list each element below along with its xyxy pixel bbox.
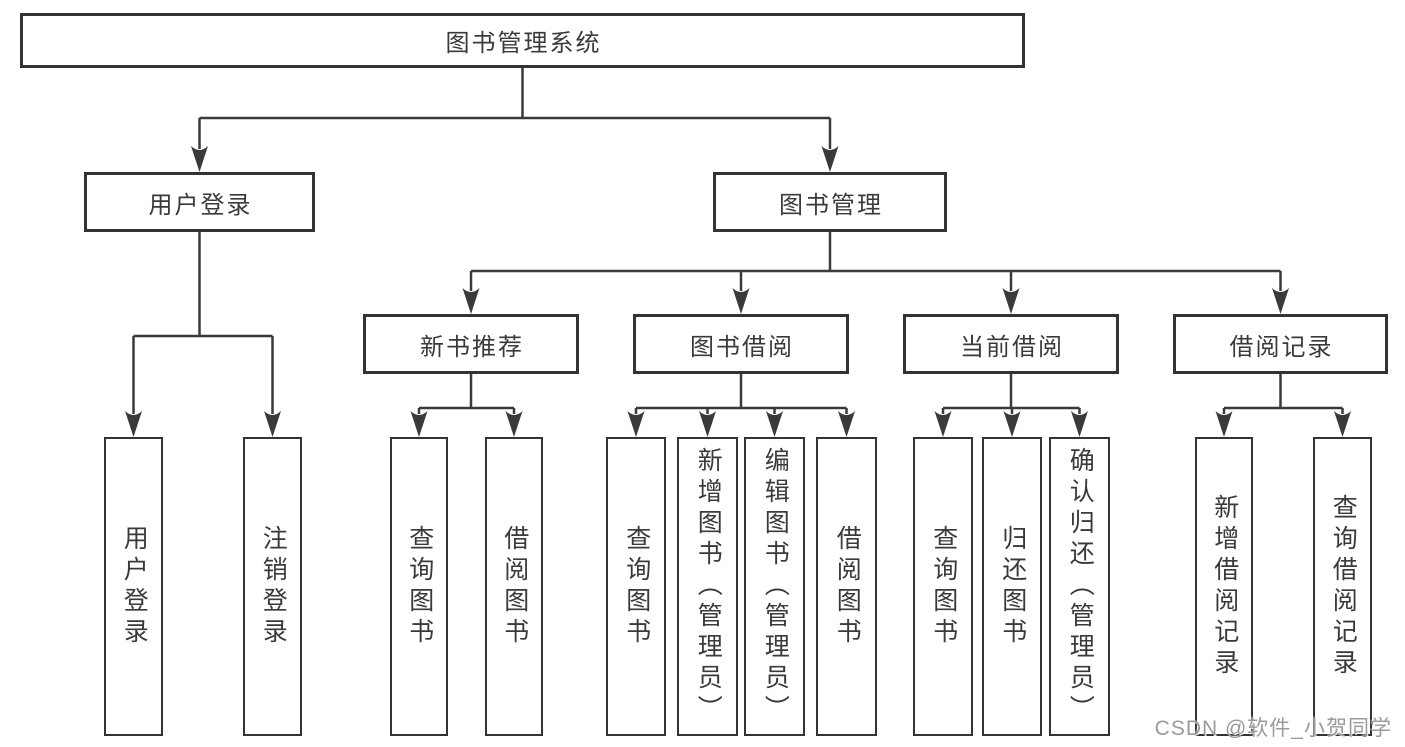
node-label: 借阅记录 bbox=[1229, 333, 1334, 361]
arrowhead-icon bbox=[732, 288, 750, 314]
node-label: 新增借阅记录 bbox=[1210, 493, 1239, 680]
leaf-query-books-current: 查询图书 bbox=[913, 437, 973, 736]
arrowhead-icon bbox=[191, 146, 208, 172]
node-label: 编辑图书（管理员） bbox=[761, 447, 790, 726]
leaf-edit-books-admin: 编辑图书（管理员） bbox=[744, 437, 805, 736]
node-label: 图书管理 bbox=[779, 191, 883, 219]
arrowhead-icon bbox=[410, 411, 428, 437]
node-label: 用户登录 bbox=[148, 191, 253, 219]
node-label: 查询图书 bbox=[622, 524, 651, 649]
leaf-logout: 注销登录 bbox=[243, 437, 302, 736]
arrowhead-icon bbox=[766, 411, 783, 437]
arrowhead-icon bbox=[1215, 411, 1233, 437]
leaf-confirm-return-admin: 确认归还（管理员） bbox=[1049, 437, 1110, 736]
node-book-borrowing: 图书借阅 bbox=[633, 314, 849, 374]
node-user-login: 用户登录 bbox=[84, 172, 315, 232]
arrowhead-icon bbox=[821, 146, 839, 172]
node-borrowing-records: 借阅记录 bbox=[1173, 314, 1388, 374]
node-label: 注销登录 bbox=[259, 524, 288, 649]
csdn-watermark: CSDN @软件_小贺同学 bbox=[1154, 717, 1392, 740]
leaf-query-books-borrow: 查询图书 bbox=[606, 437, 666, 736]
leaf-query-borrow-record: 查询借阅记录 bbox=[1313, 437, 1372, 736]
leaf-add-borrow-record: 新增借阅记录 bbox=[1195, 437, 1253, 736]
arrowhead-icon bbox=[934, 411, 952, 437]
node-label: 用户登录 bbox=[120, 524, 149, 649]
arrowhead-icon bbox=[627, 411, 645, 437]
arrowhead-icon bbox=[1334, 411, 1351, 437]
arrowhead-icon bbox=[505, 411, 523, 437]
node-label: 查询图书 bbox=[405, 524, 434, 649]
node-book-management: 图书管理 bbox=[713, 172, 947, 232]
arrowhead-icon bbox=[1002, 288, 1020, 314]
node-label: 图书管理系统 bbox=[445, 30, 602, 57]
node-label: 归还图书 bbox=[998, 524, 1027, 649]
leaf-return-books: 归还图书 bbox=[982, 437, 1042, 736]
node-label: 新书推荐 bbox=[420, 333, 524, 361]
arrowhead-icon bbox=[462, 288, 480, 314]
leaf-add-books-admin: 新增图书（管理员） bbox=[677, 437, 738, 736]
leaf-borrow-books: 借阅图书 bbox=[816, 437, 877, 736]
arrowhead-icon bbox=[1003, 411, 1021, 437]
node-library-management-system: 图书管理系统 bbox=[20, 13, 1025, 68]
arrowhead-icon bbox=[1071, 411, 1088, 437]
arrowhead-icon bbox=[838, 411, 855, 437]
node-new-book-recommend: 新书推荐 bbox=[363, 314, 579, 374]
arrowhead-icon bbox=[264, 411, 281, 437]
node-label: 借阅图书 bbox=[833, 524, 862, 649]
leaf-borrow-books-recommend: 借阅图书 bbox=[485, 437, 543, 736]
node-label: 确认归还（管理员） bbox=[1066, 447, 1095, 726]
node-current-borrowing: 当前借阅 bbox=[903, 314, 1119, 374]
node-label: 查询图书 bbox=[929, 524, 958, 649]
arrowhead-icon bbox=[1272, 288, 1289, 314]
node-label: 新增图书（管理员） bbox=[694, 447, 723, 726]
leaf-user-login: 用户登录 bbox=[104, 437, 163, 736]
arrowhead-icon bbox=[699, 411, 716, 437]
node-label: 查询借阅记录 bbox=[1329, 493, 1358, 680]
node-label: 当前借阅 bbox=[960, 333, 1064, 361]
node-label: 图书借阅 bbox=[690, 333, 794, 361]
leaf-query-books-recommend: 查询图书 bbox=[390, 437, 448, 736]
node-label: 借阅图书 bbox=[500, 524, 529, 649]
arrowhead-icon bbox=[125, 411, 142, 437]
